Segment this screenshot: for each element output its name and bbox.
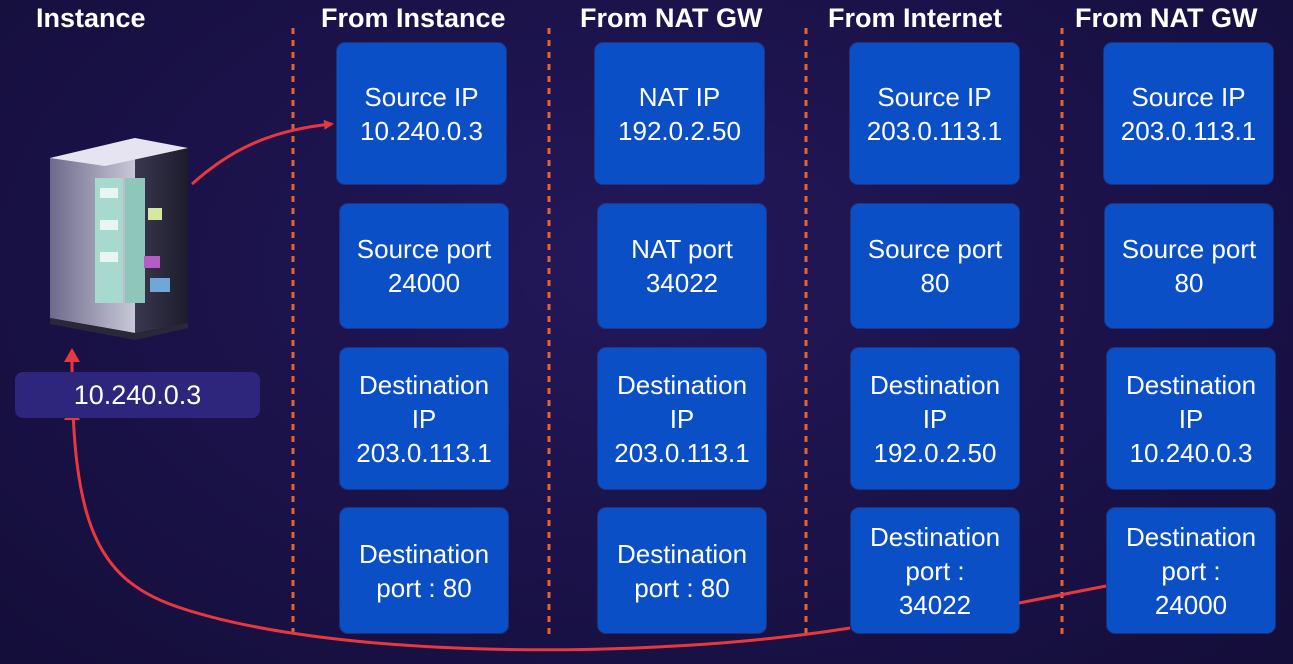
- box-line: Destination: [358, 538, 490, 569]
- box-line: 34022: [898, 589, 972, 620]
- return-arrow-head-upper: [64, 348, 80, 362]
- box-line: port : 80: [376, 572, 472, 603]
- internet-destination-ip-box: Destination IP 192.0.2.50: [851, 348, 1019, 489]
- box-line: 34022: [645, 268, 719, 298]
- box-line: port :: [905, 555, 965, 586]
- nat-gw-nat-ip-box: NAT IP 192.0.2.50: [595, 43, 764, 184]
- box-line: Source port: [1121, 234, 1257, 264]
- box-line: Destination: [616, 538, 748, 569]
- internet-source-ip-box: Source IP 203.0.113.1: [850, 43, 1019, 184]
- box-line: Destination: [616, 369, 748, 400]
- from-instance-destination-port-box: Destination port : 80: [340, 508, 508, 633]
- box-line: 203.0.113.1: [356, 437, 492, 468]
- box-line: 10.240.0.3: [1129, 437, 1253, 468]
- box-line: Destination: [1125, 521, 1257, 552]
- server-icon: [50, 138, 188, 340]
- nat-gw-nat-port-box: NAT port 34022: [598, 204, 766, 328]
- box-line: Source port: [356, 234, 492, 264]
- box-line: Source IP: [1131, 81, 1246, 112]
- header-from-nat-gw-outbound: From NAT GW: [580, 3, 763, 33]
- box-line: 80: [1174, 268, 1204, 298]
- box-line: NAT IP: [638, 81, 721, 112]
- header-from-nat-gw-inbound: From NAT GW: [1075, 3, 1258, 33]
- box-line: 203.0.113.1: [614, 437, 750, 468]
- internet-source-port-box: Source port 80: [851, 204, 1019, 328]
- box-line: Destination: [869, 521, 1001, 552]
- instance-ip-label: 10.240.0.3: [15, 372, 260, 418]
- box-line: 24000: [387, 268, 461, 298]
- box-line: Source port: [867, 234, 1003, 264]
- return-arrow: [70, 359, 1107, 652]
- box-line: IP: [922, 403, 948, 434]
- box-line: 80: [920, 268, 950, 298]
- box-line: 203.0.113.1: [866, 115, 1003, 146]
- header-from-internet: From Internet: [828, 3, 1003, 33]
- box-line: Source IP: [877, 81, 992, 112]
- box-line: Destination: [1125, 369, 1257, 400]
- from-instance-source-ip-box: Source IP 10.240.0.3: [337, 43, 506, 184]
- nat-gw-destination-port-box: Destination port : 80: [598, 508, 766, 633]
- box-line: 192.0.2.50: [618, 115, 741, 146]
- box-line: Destination: [869, 369, 1001, 400]
- from-instance-destination-ip-box: Destination IP 203.0.113.1: [340, 348, 508, 489]
- nat-gw-in-destination-ip-box: Destination IP 10.240.0.3: [1107, 348, 1275, 489]
- box-line: 24000: [1154, 589, 1228, 620]
- box-line: IP: [1178, 403, 1204, 434]
- nat-gw-destination-ip-box: Destination IP 203.0.113.1: [598, 348, 766, 489]
- box-line: 10.240.0.3: [360, 115, 483, 146]
- box-line: IP: [411, 403, 437, 434]
- internet-destination-port-box: Destination port : 34022: [851, 508, 1019, 633]
- from-instance-source-port-box: Source port 24000: [340, 204, 508, 328]
- header-from-instance: From Instance: [321, 3, 506, 33]
- nat-gw-in-source-port-box: Source port 80: [1105, 204, 1273, 328]
- box-line: 203.0.113.1: [1120, 115, 1257, 146]
- box-line: port :: [1161, 555, 1221, 586]
- header-instance: Instance: [36, 3, 146, 33]
- box-line: Source IP: [364, 81, 479, 112]
- nat-gw-in-destination-port-box: Destination port : 24000: [1107, 508, 1275, 633]
- box-line: 192.0.2.50: [873, 437, 997, 468]
- box-line: IP: [669, 403, 695, 434]
- box-line: NAT port: [631, 234, 733, 264]
- box-line: Destination: [358, 369, 490, 400]
- nat-gw-in-source-ip-box: Source IP 203.0.113.1: [1104, 43, 1273, 184]
- outbound-arrow: [191, 119, 334, 186]
- box-line: port : 80: [634, 572, 730, 603]
